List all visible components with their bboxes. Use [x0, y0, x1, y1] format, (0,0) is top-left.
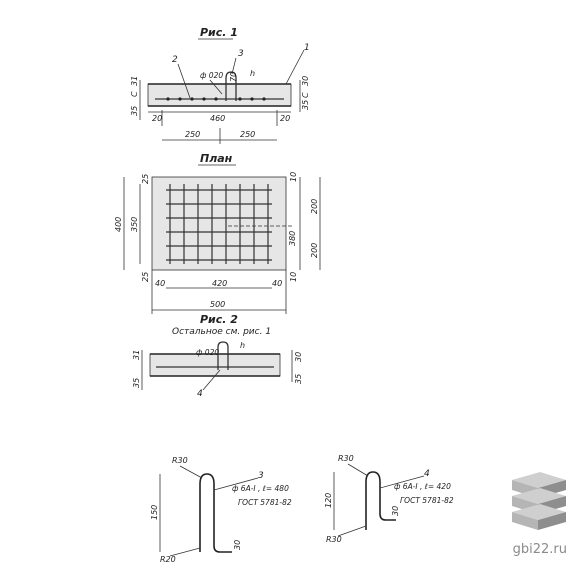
- rebar-mesh-grid: [166, 184, 272, 264]
- loop-4-spec-leader: [379, 475, 425, 489]
- dim-h: h: [250, 69, 255, 78]
- fig1-rebar-leader: [209, 79, 223, 95]
- lifting-loop-4-detail: R30 R30 120 30 4 ф 6А-I , ℓ= 420 ГОСТ 57…: [324, 454, 454, 544]
- loop-4-r30-bottom: R30: [326, 535, 342, 544]
- dim-40-left: 40: [155, 279, 165, 288]
- fig2-loop-section: [217, 341, 229, 370]
- dim-250-right: 250: [240, 130, 255, 139]
- loop-4-dim-30: 30: [391, 506, 400, 516]
- callout-1-leader: [285, 49, 305, 85]
- fig2-callout-4: 4: [197, 389, 203, 399]
- dim-70: 70: [229, 72, 238, 82]
- dim-400: 400: [114, 217, 123, 232]
- dim-420: 420: [212, 279, 227, 288]
- callout-2-leader: [177, 63, 191, 99]
- loop-3-bar: [199, 473, 232, 553]
- loop-3-mark: 3: [258, 471, 264, 481]
- lifting-loop-3-detail: R30 R20 150 30 3 ф 6А-I , ℓ= 480 ГОСТ 57…: [150, 456, 292, 564]
- loop-3-r30-leader: [179, 465, 203, 479]
- figure-2-subtitle: Остальное см. рис. 1: [172, 327, 271, 337]
- callout-3-leader: [231, 57, 237, 75]
- watermark-text: gbi22.ru: [512, 542, 567, 557]
- dim-380: 380: [288, 231, 297, 246]
- loop-3-dim-150: 150: [150, 505, 159, 520]
- loop-3-spec-line1: ф 6А-I , ℓ= 480: [232, 484, 289, 493]
- fig2-dim-30: 30: [294, 352, 303, 362]
- callout-1: 1: [304, 43, 310, 53]
- figure-1-title: Рис. 1: [200, 26, 238, 39]
- plan-title: План: [200, 152, 233, 165]
- loop-3-spec-line2: ГОСТ 5781-82: [238, 498, 292, 507]
- fig1-rebar-label: ф 020: [200, 71, 223, 80]
- dim-40-right: 40: [272, 279, 282, 288]
- fig2-dim-35: 35: [132, 378, 141, 388]
- figure-2-section: Рис. 2 Остальное см. рис. 1 ф 020 h 4 31…: [132, 313, 303, 399]
- plan-view: План 400 350 25 25 380: [114, 152, 321, 314]
- dim-250-left: 250: [185, 130, 200, 139]
- callout-2: 2: [172, 55, 178, 65]
- figure-2-title: Рис. 2: [200, 313, 238, 326]
- dim-20-left: 20: [152, 114, 162, 123]
- dim-200-bottom: 200: [310, 243, 319, 258]
- dim-31: 31: [130, 76, 139, 86]
- site-logo-icon: [512, 472, 566, 530]
- loop-4-spec-line1: ф 6А-I , ℓ= 420: [394, 482, 451, 491]
- dim-10-bottom: 10: [289, 272, 298, 282]
- fig2-dim-h: h: [240, 341, 245, 350]
- dim-25-bottom: 25: [141, 272, 150, 282]
- loop-4-spec-line2: ГОСТ 5781-82: [400, 496, 454, 505]
- figure-1-section: Рис. 1 2 3 1 ф 020 70 h 31 C 35: [130, 26, 310, 144]
- loop-4-r30-bottom-leader: [337, 525, 367, 537]
- dim-20-right: 20: [280, 114, 290, 123]
- dim-10-top: 10: [289, 172, 298, 182]
- dim-35-right: 35: [301, 100, 310, 110]
- dim-25-top: 25: [141, 174, 150, 184]
- dim-c-left: C: [130, 91, 139, 97]
- dim-200-top: 200: [310, 199, 319, 214]
- loop-3-r30: R30: [172, 456, 188, 465]
- plan-slab-outline: [151, 176, 287, 271]
- dim-c-right: C: [301, 92, 310, 98]
- callout-4-leader: [202, 369, 221, 391]
- loop-4-dim-120: 120: [324, 493, 333, 508]
- loop-3-dim-30: 30: [233, 540, 242, 550]
- lifting-loop-section: [225, 71, 237, 101]
- rebar-dots: [166, 97, 266, 101]
- loop-3-spec-leader: [213, 477, 259, 491]
- slab-section: [147, 83, 292, 107]
- dim-460: 460: [210, 114, 225, 123]
- fig2-dim-35-right: 35: [294, 374, 303, 384]
- loop-3-r20-leader: [169, 547, 201, 557]
- loop-4-r30-top-leader: [347, 463, 369, 477]
- dim-500: 500: [210, 300, 225, 309]
- loop-4-mark: 4: [424, 469, 430, 479]
- dim-35-left: 35: [130, 106, 139, 116]
- loop-4-r30-top: R30: [338, 454, 354, 463]
- fig2-rebar-label: ф 020: [196, 348, 219, 357]
- fig2-slab-section: [149, 353, 281, 377]
- fig2-dim-31: 31: [132, 350, 141, 360]
- loop-4-bar: [365, 471, 396, 530]
- callout-3: 3: [238, 49, 244, 59]
- dim-350: 350: [130, 217, 139, 232]
- dim-30-right: 30: [301, 76, 310, 86]
- loop-3-r20: R20: [160, 555, 176, 564]
